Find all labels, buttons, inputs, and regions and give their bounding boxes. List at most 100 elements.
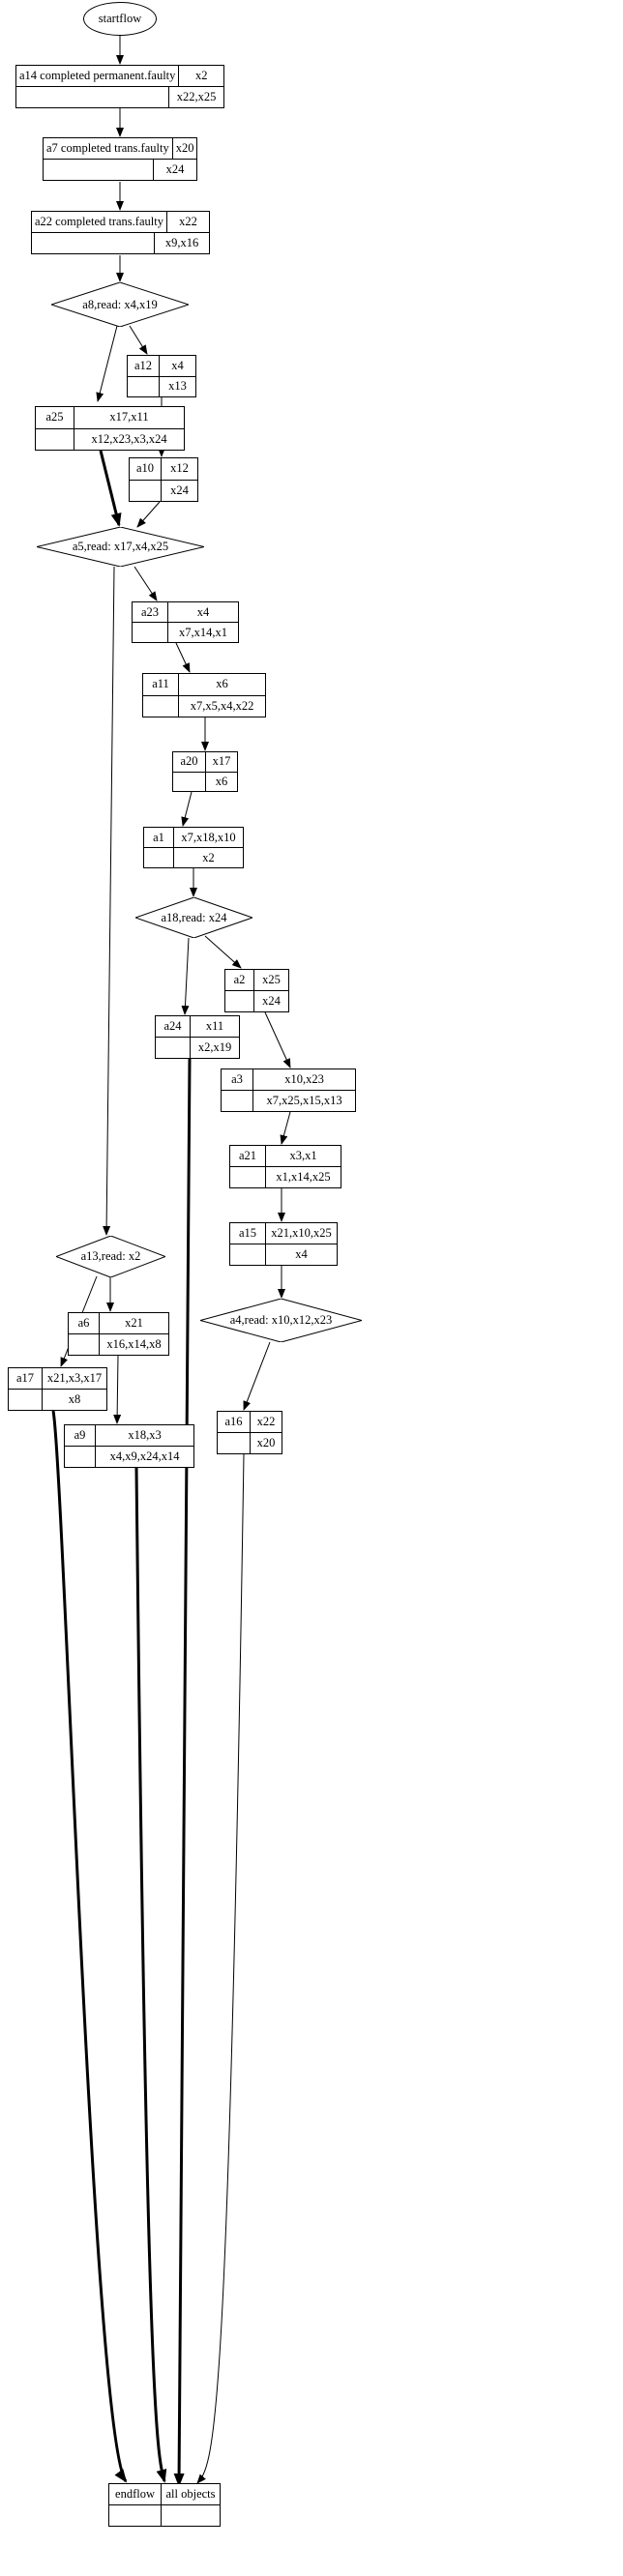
node-a20-name: a20: [173, 752, 206, 772]
node-a5-label: a5,read: x17,x4,x25: [72, 540, 169, 553]
node-a22[interactable]: a22 completed trans.faulty x22 x9,x16: [31, 211, 210, 254]
node-endflow-out: [162, 2505, 220, 2526]
node-a3-in: x10,x23: [284, 1072, 324, 1086]
node-a7-in: x20: [175, 141, 194, 155]
node-a3-name: a3: [222, 1069, 253, 1090]
node-a24-out: x2,x19: [197, 1040, 232, 1054]
node-a15-name: a15: [230, 1223, 266, 1244]
node-a3[interactable]: a3 x10,x23 x7,x25,x15,x13: [221, 1068, 356, 1112]
node-a22-in: x22: [179, 215, 197, 228]
node-endflow-blank: [109, 2505, 162, 2526]
node-a10-out: x24: [170, 483, 189, 497]
node-endflow-name: endflow: [109, 2484, 162, 2504]
node-a15-blank: [230, 1244, 266, 1265]
node-a12-blank: [128, 376, 160, 396]
node-a8-label: a8,read: x4,x19: [82, 297, 158, 311]
node-a3-out: x7,x25,x15,x13: [266, 1094, 342, 1107]
node-a7[interactable]: a7 completed trans.faulty x20 x24: [43, 137, 197, 181]
node-a17-blank: [9, 1390, 43, 1410]
node-a9-blank: [65, 1447, 96, 1467]
node-a12[interactable]: a12 x4 x13: [127, 355, 196, 397]
node-a13-label: a13,read: x2: [80, 1249, 141, 1263]
node-a14[interactable]: a14 completed permanent.faulty x2 x22,x2…: [15, 65, 224, 108]
node-a20-blank: [173, 772, 206, 791]
node-a11-in: x6: [216, 677, 228, 691]
node-a12-name: a12: [128, 356, 160, 376]
node-a9[interactable]: a9 x18,x3 x4,x9,x24,x14: [64, 1424, 194, 1468]
node-a16-blank: [218, 1433, 251, 1453]
node-a20-out: x6: [215, 774, 228, 788]
node-a11-blank: [143, 695, 179, 717]
node-a16-in: x22: [256, 1415, 276, 1428]
node-a16[interactable]: a16 x22 x20: [217, 1411, 282, 1454]
node-a10-blank: [130, 480, 162, 501]
node-a18[interactable]: a18,read: x24: [135, 897, 252, 938]
node-a1-name: a1: [144, 828, 174, 847]
node-a11[interactable]: a11 x6 x7,x5,x4,x22: [142, 673, 266, 717]
node-a13[interactable]: a13,read: x2: [56, 1236, 165, 1277]
node-a25-blank: [36, 428, 74, 450]
node-a1[interactable]: a1 x7,x18,x10 x2: [143, 827, 244, 868]
node-a14-blank: [16, 87, 169, 107]
node-a23-blank: [133, 623, 168, 642]
node-a4-label: a4,read: x10,x12,x23: [229, 1313, 333, 1327]
node-a23-name: a23: [133, 602, 168, 622]
node-a17-in: x21,x3,x17: [46, 1371, 103, 1385]
node-a7-name: a7 completed trans.faulty: [44, 138, 173, 159]
diamond-shape: [135, 897, 252, 938]
node-a2-in: x25: [262, 973, 281, 986]
node-a7-blank: [44, 160, 154, 180]
node-a18-label: a18,read: x24: [161, 910, 227, 924]
node-a4[interactable]: a4,read: x10,x12,x23: [200, 1299, 362, 1342]
node-a14-name: a14 completed permanent.faulty: [16, 66, 180, 86]
node-a17-out: x8: [68, 1392, 81, 1406]
node-a20[interactable]: a20 x17 x6: [172, 751, 238, 792]
node-a10-in: x12: [170, 461, 189, 476]
node-a10-name: a10: [130, 458, 162, 480]
node-a23[interactable]: a23 x4 x7,x14,x1: [132, 601, 239, 643]
node-a23-in: x4: [196, 604, 210, 619]
node-a22-blank: [32, 233, 155, 253]
node-a9-name: a9: [65, 1425, 96, 1446]
node-a21-name: a21: [230, 1146, 266, 1166]
diamond-shape: [56, 1236, 165, 1277]
node-a20-in: x17: [212, 754, 231, 769]
node-a1-out: x2: [202, 850, 215, 864]
node-a21-blank: [230, 1167, 266, 1187]
node-endflow[interactable]: endflow all objects: [108, 2483, 221, 2527]
node-a17[interactable]: a17 x21,x3,x17 x8: [8, 1367, 107, 1411]
node-a9-in: x18,x3: [128, 1428, 162, 1442]
node-startflow[interactable]: startflow: [83, 2, 157, 36]
node-a12-out: x13: [168, 379, 187, 394]
node-a25-name: a25: [36, 407, 74, 428]
node-a10[interactable]: a10 x12 x24: [129, 457, 198, 502]
node-a7-out: x24: [165, 162, 185, 176]
node-a6-name: a6: [69, 1313, 100, 1333]
node-a6-in: x21: [125, 1316, 143, 1330]
node-endflow-in: all objects: [165, 2487, 216, 2501]
node-a22-name: a22 completed trans.faulty: [32, 212, 167, 232]
node-a15[interactable]: a15 x21,x10,x25 x4: [229, 1222, 338, 1266]
node-a22-out: x9,x16: [164, 236, 199, 249]
diamond-shape: [37, 527, 204, 567]
node-a15-out: x4: [295, 1247, 308, 1261]
node-a6[interactable]: a6 x21 x16,x14,x8: [68, 1312, 169, 1356]
node-a21-out: x1,x14,x25: [276, 1170, 331, 1184]
node-a2-blank: [225, 991, 254, 1011]
node-a1-in: x7,x18,x10: [181, 830, 236, 844]
node-a5[interactable]: a5,read: x17,x4,x25: [37, 527, 204, 567]
diamond-shape: [200, 1299, 362, 1342]
node-a24[interactable]: a24 x11 x2,x19: [155, 1015, 240, 1059]
node-a25[interactable]: a25 x17,x11 x12,x23,x3,x24: [35, 406, 185, 451]
node-a2-name: a2: [225, 970, 254, 990]
node-a8[interactable]: a8,read: x4,x19: [51, 282, 189, 327]
node-a24-blank: [156, 1038, 191, 1058]
node-a2[interactable]: a2 x25 x24: [224, 969, 289, 1012]
node-a16-out: x20: [256, 1436, 276, 1449]
node-a21[interactable]: a21 x3,x1 x1,x14,x25: [229, 1145, 341, 1188]
node-a6-out: x16,x14,x8: [106, 1337, 162, 1351]
node-a24-in: x11: [205, 1019, 224, 1033]
node-a2-out: x24: [262, 994, 281, 1008]
node-a12-in: x4: [171, 358, 184, 372]
node-a11-name: a11: [143, 674, 179, 695]
